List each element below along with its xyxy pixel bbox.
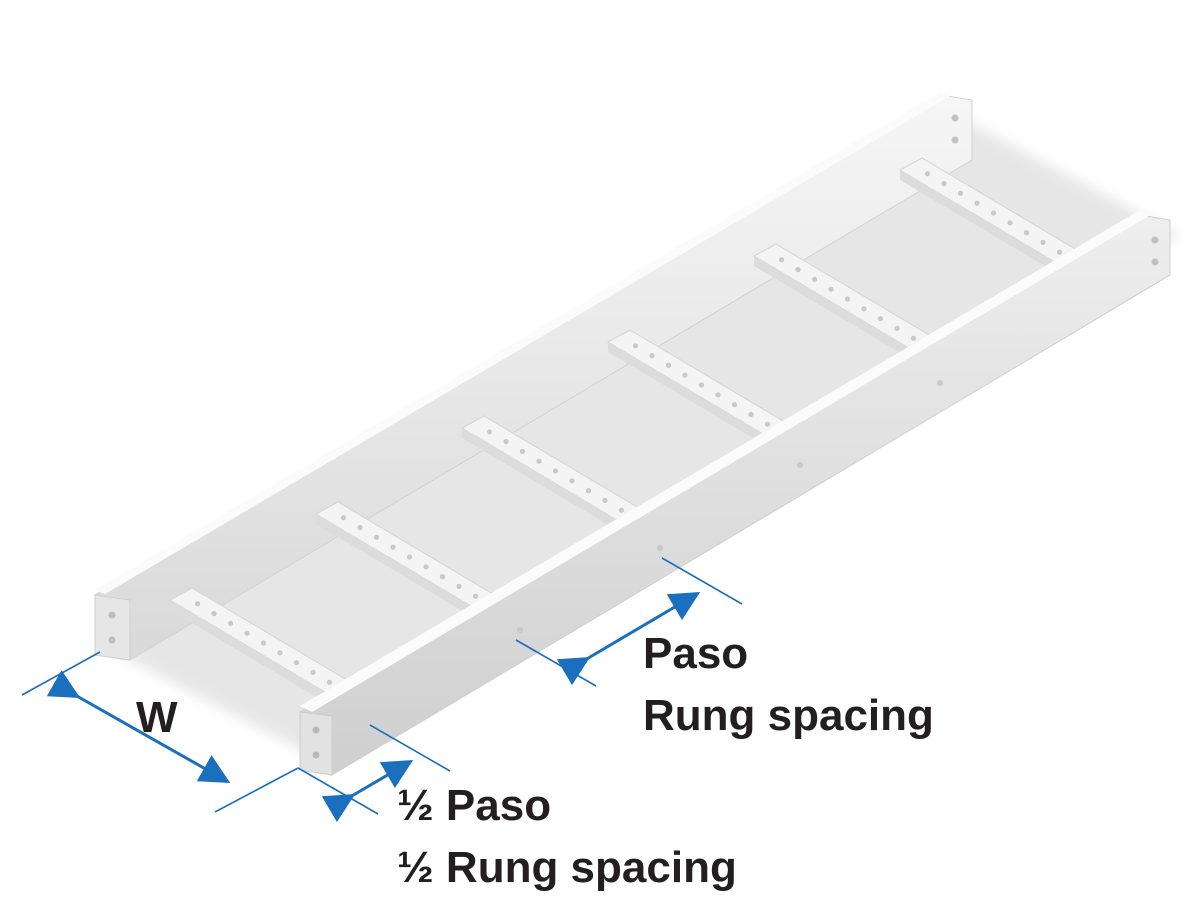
rung: [898, 157, 1089, 278]
half-rung-spacing-label: ½ Rung spacing: [397, 843, 737, 892]
back-side-rail: [94, 92, 973, 661]
rung: [314, 501, 505, 622]
rung-spacing-extension-line-lower: [515, 639, 597, 687]
half-rung-extension-line-upper: [369, 724, 451, 772]
width-dimension: [21, 651, 299, 813]
rungs-group: [168, 157, 1089, 708]
half-rung-arrow: [321, 759, 414, 823]
rung-spacing-extension-line-upper: [661, 557, 743, 605]
width-arrow: [46, 670, 231, 783]
rung-spacing-dimension: [515, 557, 743, 687]
half-paso-label: ½ Paso: [397, 781, 552, 830]
half-rung-spacing-dimension: [297, 724, 451, 823]
width-label: W: [136, 693, 178, 742]
rung-spacing-arrow: [556, 591, 701, 686]
rung: [460, 415, 651, 536]
width-extension-line-right: [214, 767, 299, 813]
half-rung-extension-line-lower: [297, 767, 379, 815]
rung: [752, 243, 943, 364]
width-extension-line-left: [21, 651, 101, 696]
rung-spacing-label: Rung spacing: [643, 691, 934, 740]
paso-label: Paso: [643, 629, 749, 678]
tray-shadow: [110, 120, 1180, 760]
